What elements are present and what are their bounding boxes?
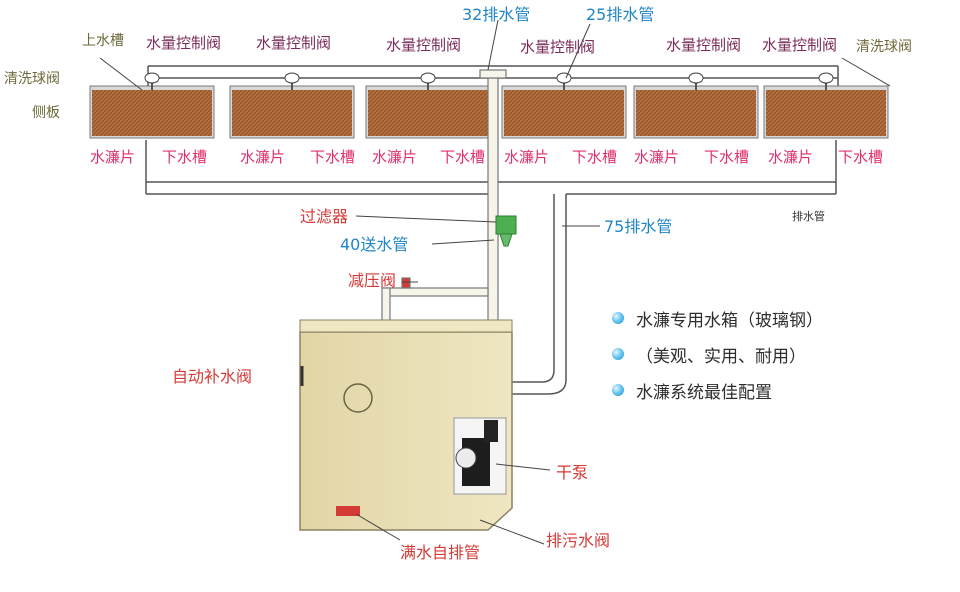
- cooling-pad-5: [633, 72, 759, 139]
- legend-item: （美观、实用、耐用）: [612, 336, 823, 372]
- auto-fill-valve-label: 自动补水阀: [172, 367, 253, 386]
- pad-label-5: 水濂片: [634, 148, 680, 166]
- drain-pipe-small-label: 排水管: [792, 210, 825, 223]
- overflow-pipe-label: 满水自排管: [400, 543, 481, 562]
- cooling-pad-6: [763, 72, 889, 139]
- filter-label: 过滤器: [300, 207, 349, 226]
- lower-trough-label-3: 下水槽: [440, 148, 486, 166]
- valve-label-5: 水量控制阀: [666, 36, 742, 54]
- side-panel-label: 侧板: [32, 105, 60, 121]
- cooling-pad-1: [89, 72, 215, 139]
- lower-trough-label-6: 下水槽: [838, 148, 884, 166]
- blue-ball-bullet-icon: [612, 384, 624, 396]
- inspection-port: [343, 383, 373, 413]
- flush-valve-right-label: 清洗球阀: [856, 39, 912, 55]
- pad-label-4: 水濂片: [504, 148, 550, 166]
- supply-pipe-40-label: 40送水管: [340, 235, 409, 254]
- valve-label-1: 水量控制阀: [146, 34, 222, 52]
- cooling-pads: [89, 72, 889, 139]
- control-valve-icon: [420, 72, 436, 84]
- cooling-pad-2: [229, 72, 355, 139]
- pad-label-1: 水濂片: [90, 148, 136, 166]
- control-valve-icon: [144, 72, 160, 84]
- blue-ball-bullet-icon: [612, 348, 624, 360]
- legend-item: 水濂专用水箱（玻璃钢）: [612, 300, 823, 336]
- pad-label-3: 水濂片: [372, 148, 418, 166]
- control-valve-icon: [818, 72, 834, 84]
- sewage-valve-label: 排污水阀: [546, 531, 611, 550]
- valve-label-4: 水量控制阀: [520, 38, 596, 56]
- valve-label-3: 水量控制阀: [386, 36, 462, 54]
- pressure-valve-label: 减压阀: [348, 271, 397, 290]
- drain-pipe-75-label: 75排水管: [604, 217, 673, 236]
- pipe-25-label: 25排水管: [586, 5, 655, 24]
- blue-ball-bullet-icon: [612, 312, 624, 324]
- pump-icon: [453, 417, 507, 495]
- lower-trough-label-4: 下水槽: [572, 148, 618, 166]
- legend-item: 水濂系统最佳配置: [612, 372, 823, 408]
- control-valve-icon: [284, 72, 300, 84]
- lower-trough-label-5: 下水槽: [704, 148, 750, 166]
- pressure-valve-piping: [381, 277, 489, 327]
- filter-icon: [495, 215, 517, 247]
- feature-legend: 水濂专用水箱（玻璃钢） （美观、实用、耐用） 水濂系统最佳配置: [612, 300, 823, 408]
- valve-label-6: 水量控制阀: [762, 36, 838, 54]
- control-valve-icon: [556, 72, 572, 84]
- cooling-pad-4: [501, 72, 627, 139]
- valve-label-2: 水量控制阀: [256, 34, 332, 52]
- lower-trough-label-2: 下水槽: [310, 148, 356, 166]
- pipe-32-label: 32排水管: [462, 5, 531, 24]
- lower-trough-label-1: 下水槽: [162, 148, 208, 166]
- top-trough-label: 上水槽: [82, 33, 124, 49]
- pad-label-2: 水濂片: [240, 148, 286, 166]
- flush-valve-left-label: 清洗球阀: [4, 71, 60, 87]
- drain-pipe-75: [510, 194, 567, 395]
- label-leader-lines: [99, 19, 891, 545]
- pump-label: 干泵: [556, 463, 589, 482]
- pad-label-6: 水濂片: [768, 148, 814, 166]
- control-valve-icon: [688, 72, 704, 84]
- cooling-pad-3: [365, 72, 491, 139]
